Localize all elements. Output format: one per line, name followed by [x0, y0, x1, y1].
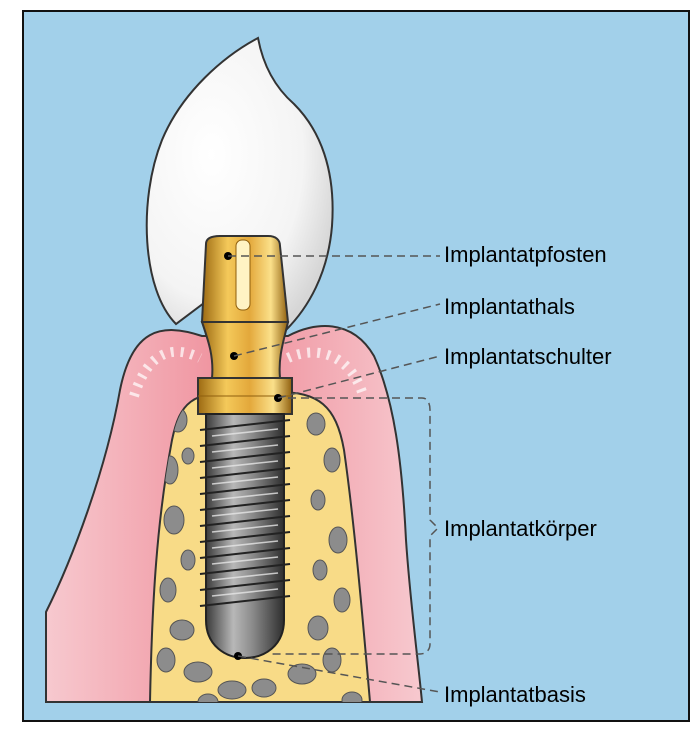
diagram-panel: Implantatpfosten Implantathals Implantat…	[22, 10, 690, 722]
label-implant-shoulder: Implantatschulter	[444, 346, 612, 368]
post-slot	[236, 240, 250, 310]
label-implant-neck: Implantathals	[444, 296, 575, 318]
label-implant-post: Implantatpfosten	[444, 244, 607, 266]
label-implant-body: Implantatkörper	[444, 518, 597, 540]
label-implant-base: Implantatbasis	[444, 684, 586, 706]
implant-neck	[202, 322, 288, 378]
